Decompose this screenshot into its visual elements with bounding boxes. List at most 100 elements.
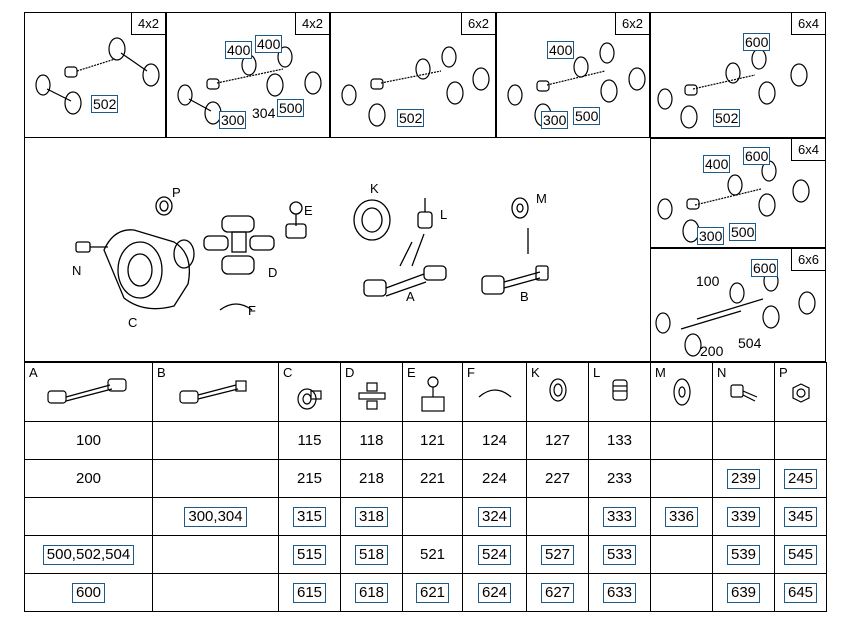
callout-600: 600 xyxy=(751,259,779,277)
header-cell-c: C xyxy=(278,362,341,422)
config-tag: 4x2 xyxy=(295,13,329,35)
part-label-n: N xyxy=(72,263,82,278)
table-cell xyxy=(152,573,279,612)
stub-shaft-icon xyxy=(178,380,247,404)
washer-icon xyxy=(672,378,691,406)
header-cell-d: D xyxy=(340,362,403,422)
table-cell: 615 xyxy=(278,573,341,612)
part-label-k: K xyxy=(370,181,379,196)
part-number: 245 xyxy=(783,468,818,489)
part-number: 518 xyxy=(354,544,389,565)
part-number: 218 xyxy=(358,470,385,487)
header-cell-k: K xyxy=(526,362,589,422)
part-label-l: L xyxy=(440,207,448,222)
table-cell: 133 xyxy=(588,421,651,460)
table-cell: 339 xyxy=(712,497,775,536)
table-cell: 524 xyxy=(462,535,527,574)
table-cell xyxy=(774,421,827,460)
table-cell: 539 xyxy=(712,535,775,574)
part-number: 121 xyxy=(419,432,446,449)
table-cell: 645 xyxy=(774,573,827,612)
part-number: 115 xyxy=(297,432,322,449)
header-cell-e: E xyxy=(402,362,463,422)
table-cell xyxy=(152,459,279,498)
table-cell: 333 xyxy=(588,497,651,536)
table-cell: 624 xyxy=(462,573,527,612)
table-cell xyxy=(24,497,153,536)
config-tag: 6x6 xyxy=(791,249,825,271)
flange-yoke-icon xyxy=(296,388,322,410)
part-number: 533 xyxy=(602,544,637,565)
part-number: 118 xyxy=(359,432,384,449)
part-label-m: M xyxy=(536,191,547,206)
exploded-parts-drawing xyxy=(75,196,549,311)
table-row: 100 115 118 121 124 127 133 xyxy=(24,421,827,460)
callout-500: 500 xyxy=(573,107,601,125)
table-cell: 633 xyxy=(588,573,651,612)
part-number: 645 xyxy=(783,582,818,603)
table-cell: 345 xyxy=(774,497,827,536)
table-cell: 324 xyxy=(462,497,527,536)
table-cell: 527 xyxy=(526,535,589,574)
part-number: 545 xyxy=(783,544,818,565)
header-cell-a: A xyxy=(24,362,153,422)
part-number: 239 xyxy=(726,468,761,489)
part-number: 524 xyxy=(477,544,512,565)
callout-502: 502 xyxy=(91,95,119,113)
config-tag: 6x4 xyxy=(791,139,825,161)
table-cell: 521 xyxy=(402,535,463,574)
table-cell xyxy=(402,497,463,536)
table-cell: 218 xyxy=(340,459,403,498)
table-cell: 336 xyxy=(650,497,713,536)
table-cell: 618 xyxy=(340,573,403,612)
table-cell: 121 xyxy=(402,421,463,460)
callout-100: 100 xyxy=(696,273,720,289)
part-number: 221 xyxy=(419,470,446,487)
callout-500: 500 xyxy=(277,99,305,117)
universal-joint-icon xyxy=(357,382,386,410)
part-number: 618 xyxy=(354,582,389,603)
callout-400: 400 xyxy=(225,41,253,59)
config-tag: 6x4 xyxy=(791,13,825,35)
table-cell xyxy=(650,535,713,574)
part-label-a: A xyxy=(406,289,415,304)
table-cell: 533 xyxy=(588,535,651,574)
part-number: 227 xyxy=(544,470,571,487)
part-number: 124 xyxy=(481,432,508,449)
table-cell: 515 xyxy=(278,535,341,574)
part-number: 224 xyxy=(481,470,508,487)
table-cell: 118 xyxy=(340,421,403,460)
callout-400: 400 xyxy=(547,41,575,59)
part-number: 133 xyxy=(606,432,633,449)
part-number: 639 xyxy=(726,582,761,603)
retaining-clip-icon xyxy=(478,389,511,398)
axle-layout-drawing xyxy=(657,48,808,129)
callout-502: 502 xyxy=(397,109,425,127)
part-label-p: P xyxy=(172,185,181,200)
table-cell xyxy=(152,535,279,574)
part-number: 633 xyxy=(602,582,637,603)
part-number: 345 xyxy=(783,506,818,527)
callout-200: 200 xyxy=(700,343,724,359)
plug-icon xyxy=(611,379,628,401)
table-header-row: A B C D E F K L M N P xyxy=(24,362,827,422)
part-label-d: D xyxy=(268,265,278,280)
config-panel-6: 6x4 400 600 300 500 xyxy=(650,138,826,248)
axle-layout-drawing xyxy=(341,46,490,127)
config-tag: 6x2 xyxy=(461,13,495,35)
table-cell: 233 xyxy=(588,459,651,498)
table-cell xyxy=(650,573,713,612)
table-cell: 127 xyxy=(526,421,589,460)
part-number: 539 xyxy=(726,544,761,565)
table-cell xyxy=(152,421,279,460)
table-cell: 221 xyxy=(402,459,463,498)
config-panel-3: 6x2 502 xyxy=(330,12,496,138)
part-number: 500,502,504 xyxy=(42,544,135,565)
callout-400: 400 xyxy=(703,155,731,173)
callout-504: 504 xyxy=(738,335,762,351)
part-number: 127 xyxy=(544,432,571,449)
config-panel-5: 6x4 600 502 xyxy=(650,12,826,138)
part-number: 100 xyxy=(75,432,102,449)
